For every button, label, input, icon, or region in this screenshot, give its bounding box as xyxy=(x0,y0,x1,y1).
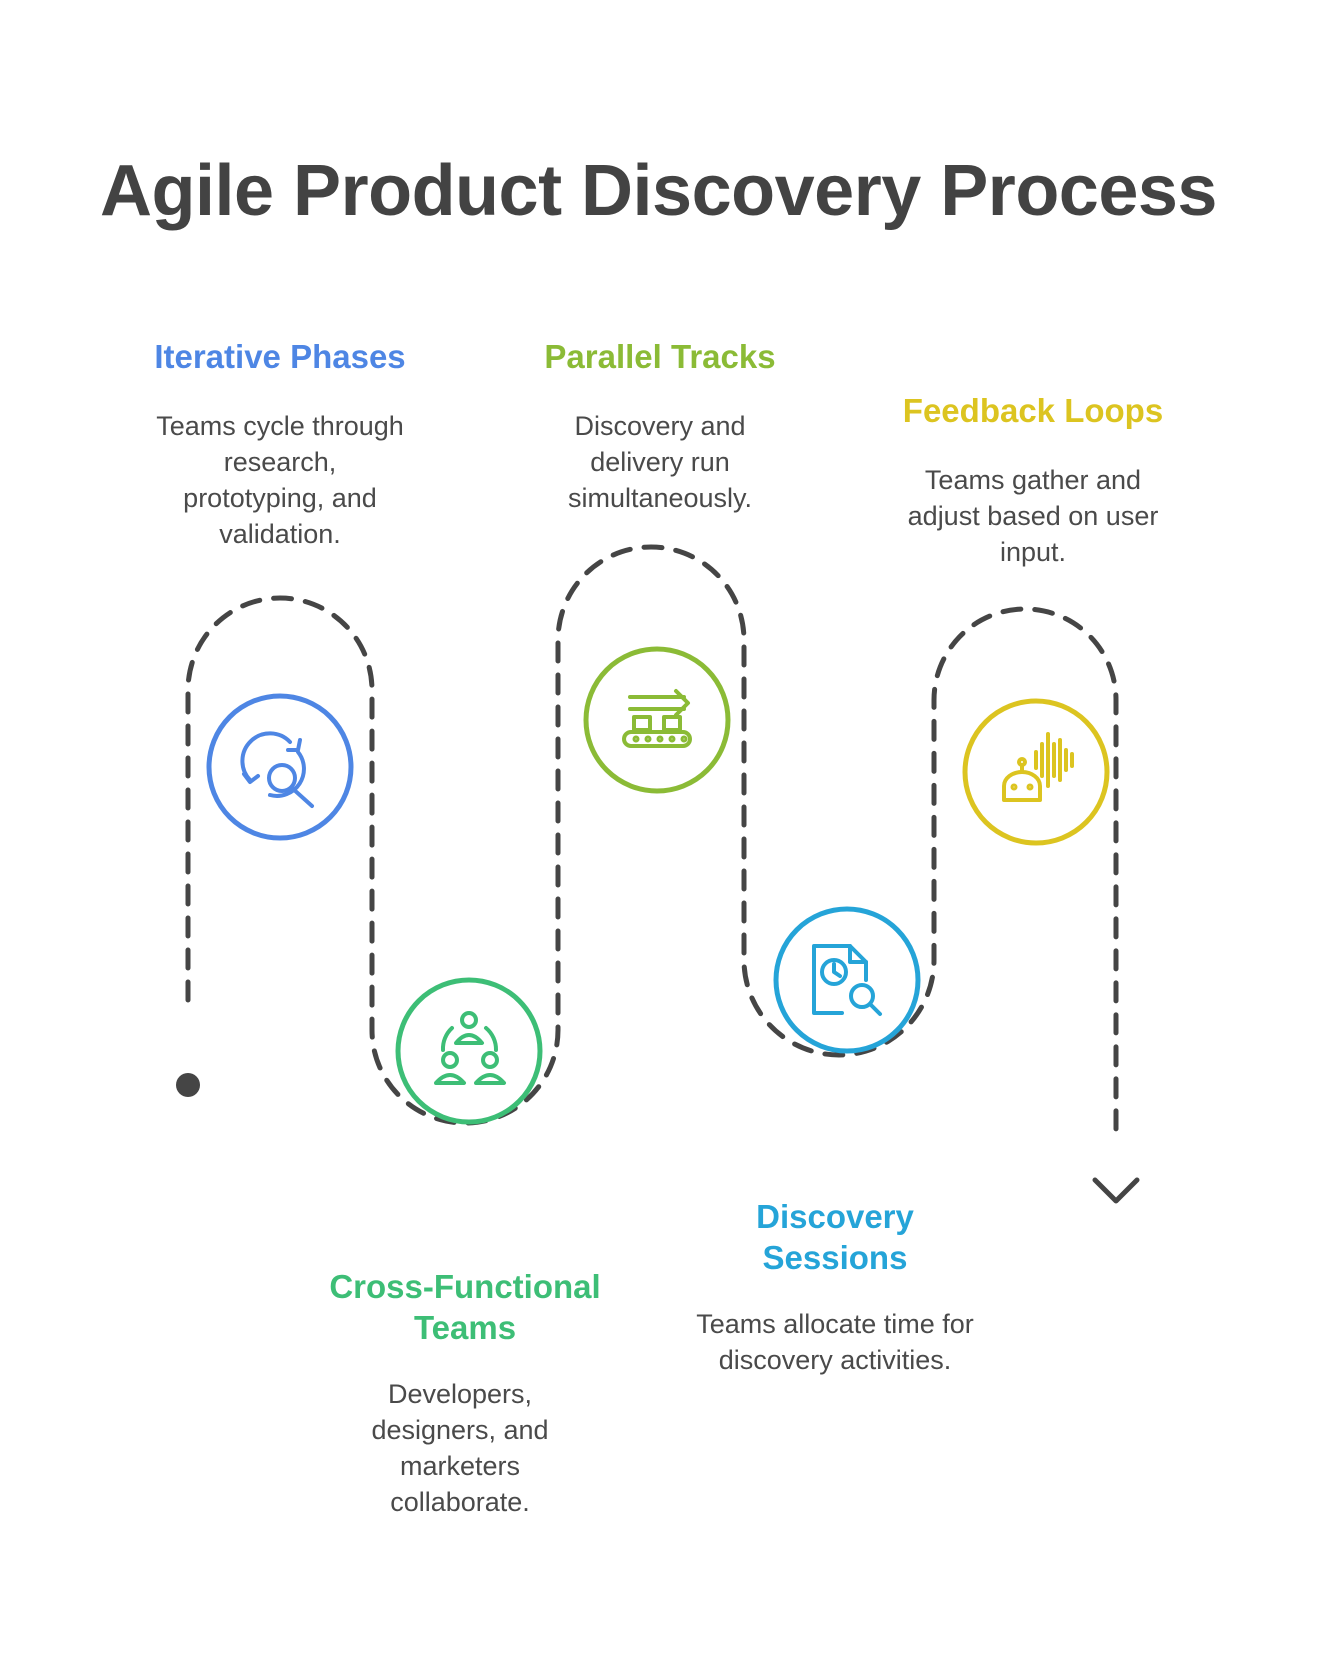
step-description-parallel-tracks: Discovery and delivery run simultaneousl… xyxy=(567,411,753,513)
node-cross-functional-teams xyxy=(395,977,543,1125)
path-end-chevron-icon xyxy=(1092,1177,1140,1204)
step-description-iterative-phases: Teams cycle through research, prototypin… xyxy=(156,411,404,549)
page-title: Agile Product Discovery Process xyxy=(100,151,1217,231)
step-title-feedback-loops: Feedback Loops xyxy=(902,392,1164,429)
node-discovery-sessions xyxy=(773,906,921,1054)
node-parallel-tracks xyxy=(583,646,731,794)
step-description-discovery-sessions: Teams allocate time for discovery activi… xyxy=(696,1309,974,1375)
cycle-search-icon xyxy=(240,731,314,808)
team-network-icon xyxy=(434,1011,506,1085)
robot-soundwave-icon xyxy=(1002,732,1074,802)
dashed-process-path xyxy=(185,544,1119,1133)
step-title-iterative-phases: Iterative Phases xyxy=(154,338,406,375)
step-title-parallel-tracks: Parallel Tracks xyxy=(544,338,776,375)
step-description-cross-functional-teams: Developers, designers, and marketers col… xyxy=(371,1379,549,1517)
step-title-cross-functional-teams: Cross-Functional Teams xyxy=(329,1268,601,1346)
node-iterative-phases xyxy=(206,693,354,841)
path-start-dot xyxy=(176,1073,200,1097)
conveyor-arrow-icon xyxy=(622,689,692,748)
document-clock-search-icon xyxy=(812,944,882,1016)
step-title-discovery-sessions: Discovery Sessions xyxy=(756,1198,914,1276)
node-feedback-loops xyxy=(962,698,1110,846)
step-description-feedback-loops: Teams gather and adjust based on user in… xyxy=(907,465,1159,567)
